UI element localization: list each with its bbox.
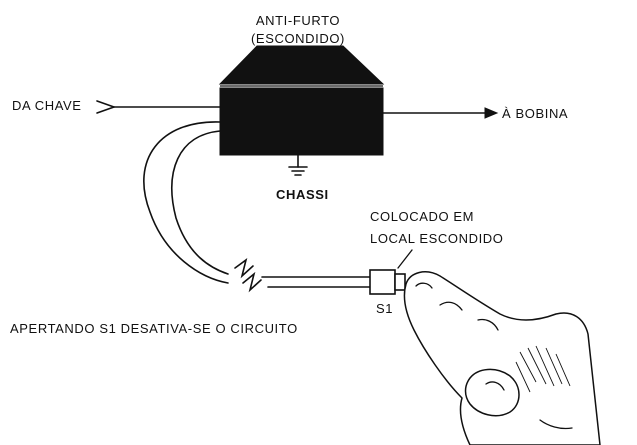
switch-body (369, 269, 396, 295)
palm-shading (515, 345, 571, 393)
switch-note-line2: LOCAL ESCONDIDO (370, 231, 504, 246)
switch-wire-outer (143, 121, 229, 284)
knuckle-crease-2 (477, 318, 499, 331)
switch-wire-inner (171, 130, 229, 275)
switch-note-leader (397, 249, 413, 269)
thumbnail (485, 381, 505, 391)
antitheft-box-icon (218, 45, 385, 156)
finger-pressing-icon (403, 271, 601, 445)
output-label: À BOBINA (502, 106, 568, 121)
output-arrow-icon (484, 107, 499, 119)
input-label: DA CHAVE (12, 98, 82, 113)
switch-wires (143, 121, 371, 293)
ground-label: CHASSI (276, 187, 329, 202)
device-box-top (218, 45, 385, 85)
output-wire (382, 107, 499, 119)
break-mark-2-icon (242, 271, 262, 293)
device-box-body (219, 87, 384, 156)
wrist-crease (539, 419, 573, 430)
device-title-line1: ANTI-FURTO (256, 13, 340, 28)
ground-symbol-icon (288, 154, 308, 176)
knuckle-crease-1 (439, 301, 463, 311)
break-mark-1-icon (234, 258, 254, 279)
device-title-line2: (ESCONDIDO) (251, 31, 345, 46)
thumb (464, 368, 520, 417)
switch-name: S1 (376, 301, 393, 316)
hand-outline (403, 271, 601, 445)
switch-note-line1: COLOCADO EM (370, 209, 474, 224)
caption: APERTANDO S1 DESATIVA-SE O CIRCUITO (10, 321, 298, 336)
input-wire (96, 100, 221, 114)
input-connector-icon (96, 100, 117, 114)
pushbutton-switch-icon (369, 269, 406, 295)
fingernail (415, 282, 433, 289)
switch-button (394, 273, 406, 291)
